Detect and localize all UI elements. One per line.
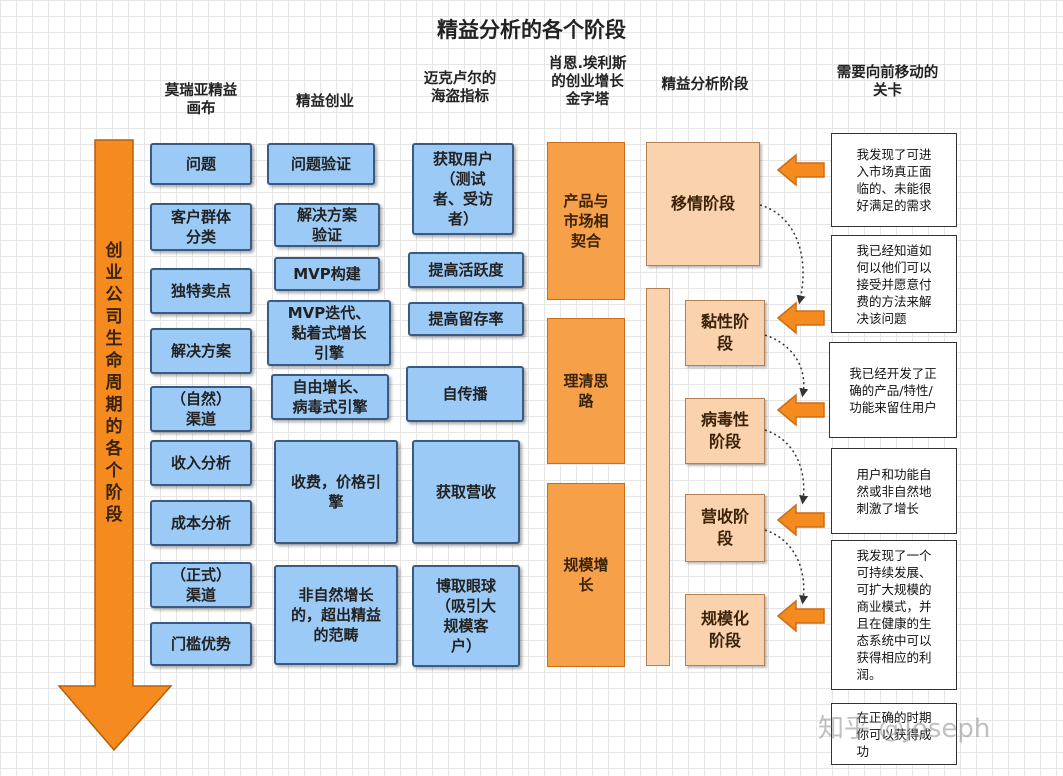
- gate-arrow-icon: [776, 393, 825, 427]
- diagram-title: 精益分析的各个阶段: [437, 18, 626, 42]
- gate-arrow-icon: [776, 301, 825, 335]
- header-lean-startup: 精益创业: [296, 94, 354, 110]
- canvas-item-problem: 问题: [150, 143, 252, 185]
- canvas-item-customer-segments: 客户群体 分类: [150, 203, 252, 251]
- lean-startup-mvp-iteration: MVP迭代、 黏着式增长 引擎: [267, 300, 391, 366]
- stage-scale: 规模化 阶段: [685, 594, 765, 666]
- gate-card-scale: 我发现了一个 可持续发展、 可扩大规模的 商业模式，并 且在健康的生 态系统中可…: [831, 540, 957, 690]
- stage-connectors: [759, 204, 809, 605]
- lean-startup-viral-engine: 自由增长、 病毒式引擎: [271, 374, 389, 420]
- lifecycle-arrow: [57, 139, 173, 752]
- header-growth-pyramid: 肖恩.埃利斯 的创业增长 金字塔: [548, 56, 627, 108]
- stage-revenue: 营收阶 段: [685, 494, 765, 562]
- canvas-item-solution: 解决方案: [150, 328, 252, 374]
- pirate-retention: 提高留存率: [408, 302, 524, 336]
- gate-card-virality: 我已经开发了正 确的产品/特性/ 功能来留住用户: [829, 342, 957, 438]
- header-pirate-metrics: 迈克卢尔的 海盗指标: [423, 71, 497, 105]
- pirate-attention: 博取眼球 （吸引大 规模客 户）: [412, 565, 520, 667]
- stage-virality: 病毒性 阶段: [685, 398, 765, 464]
- pirate-acquisition: 获取用户 （测试 者、受访 者）: [412, 143, 514, 235]
- gate-arrow-icon: [776, 153, 825, 187]
- gate-card-success: 在正确的时期 你可以获得成 功: [831, 703, 957, 765]
- gate-card-stickiness: 我已经知道如 何以他们可以 接受并愿意付 费的方法来解 决该问题: [831, 235, 957, 333]
- lean-startup-solution-validation: 解决方案 验证: [274, 203, 380, 247]
- pyramid-scale-growth: 规模增 长: [547, 483, 625, 667]
- stage-stickiness: 黏性阶 段: [685, 300, 765, 366]
- pirate-revenue: 获取营收: [412, 440, 520, 544]
- canvas-item-formal-channels: （正式） 渠道: [150, 562, 252, 608]
- lean-startup-problem-validation: 问题验证: [267, 143, 375, 185]
- canvas-item-natural-channels: （自然） 渠道: [150, 386, 252, 432]
- pirate-referral: 自传播: [406, 366, 524, 422]
- lean-startup-pricing-engine: 收费，价格引 擎: [274, 440, 398, 544]
- header-lean-analytics-stages: 精益分析阶段: [661, 77, 749, 93]
- canvas-item-usp: 独特卖点: [150, 268, 252, 314]
- gate-arrow-icon: [776, 503, 825, 537]
- lifecycle-label: 创业公司生命周期的各个阶段: [105, 241, 123, 525]
- gate-arrow-icon: [776, 599, 825, 633]
- pyramid-product-market-fit: 产品与 市场相 契合: [547, 142, 625, 300]
- canvas-item-cost: 成本分析: [150, 500, 252, 546]
- watermark: 知乎 @Joseph: [818, 714, 991, 744]
- stage-empathy: 移情阶段: [646, 142, 760, 266]
- gate-card-revenue: 用户和功能自 然或非自然地 刺激了增长: [831, 448, 957, 534]
- header-lean-canvas: 莫瑞亚精益 画布: [164, 83, 238, 117]
- canvas-item-unfair-advantage: 门槛优势: [150, 622, 252, 666]
- header-gates: 需要向前移动的 关卡: [836, 65, 939, 99]
- pirate-activation: 提高活跃度: [408, 252, 524, 288]
- gate-card-empathy: 我发现了可进 入市场真正面 临的、未能很 好满足的需求: [831, 133, 957, 227]
- lean-startup-mvp-build: MVP构建: [274, 257, 380, 291]
- lean-startup-beyond-lean: 非自然增长 的，超出精益 的范畴: [274, 565, 398, 665]
- pyramid-clarify: 理清思 路: [547, 318, 625, 464]
- canvas-item-revenue: 收入分析: [150, 440, 252, 486]
- stage-bar: [646, 288, 670, 666]
